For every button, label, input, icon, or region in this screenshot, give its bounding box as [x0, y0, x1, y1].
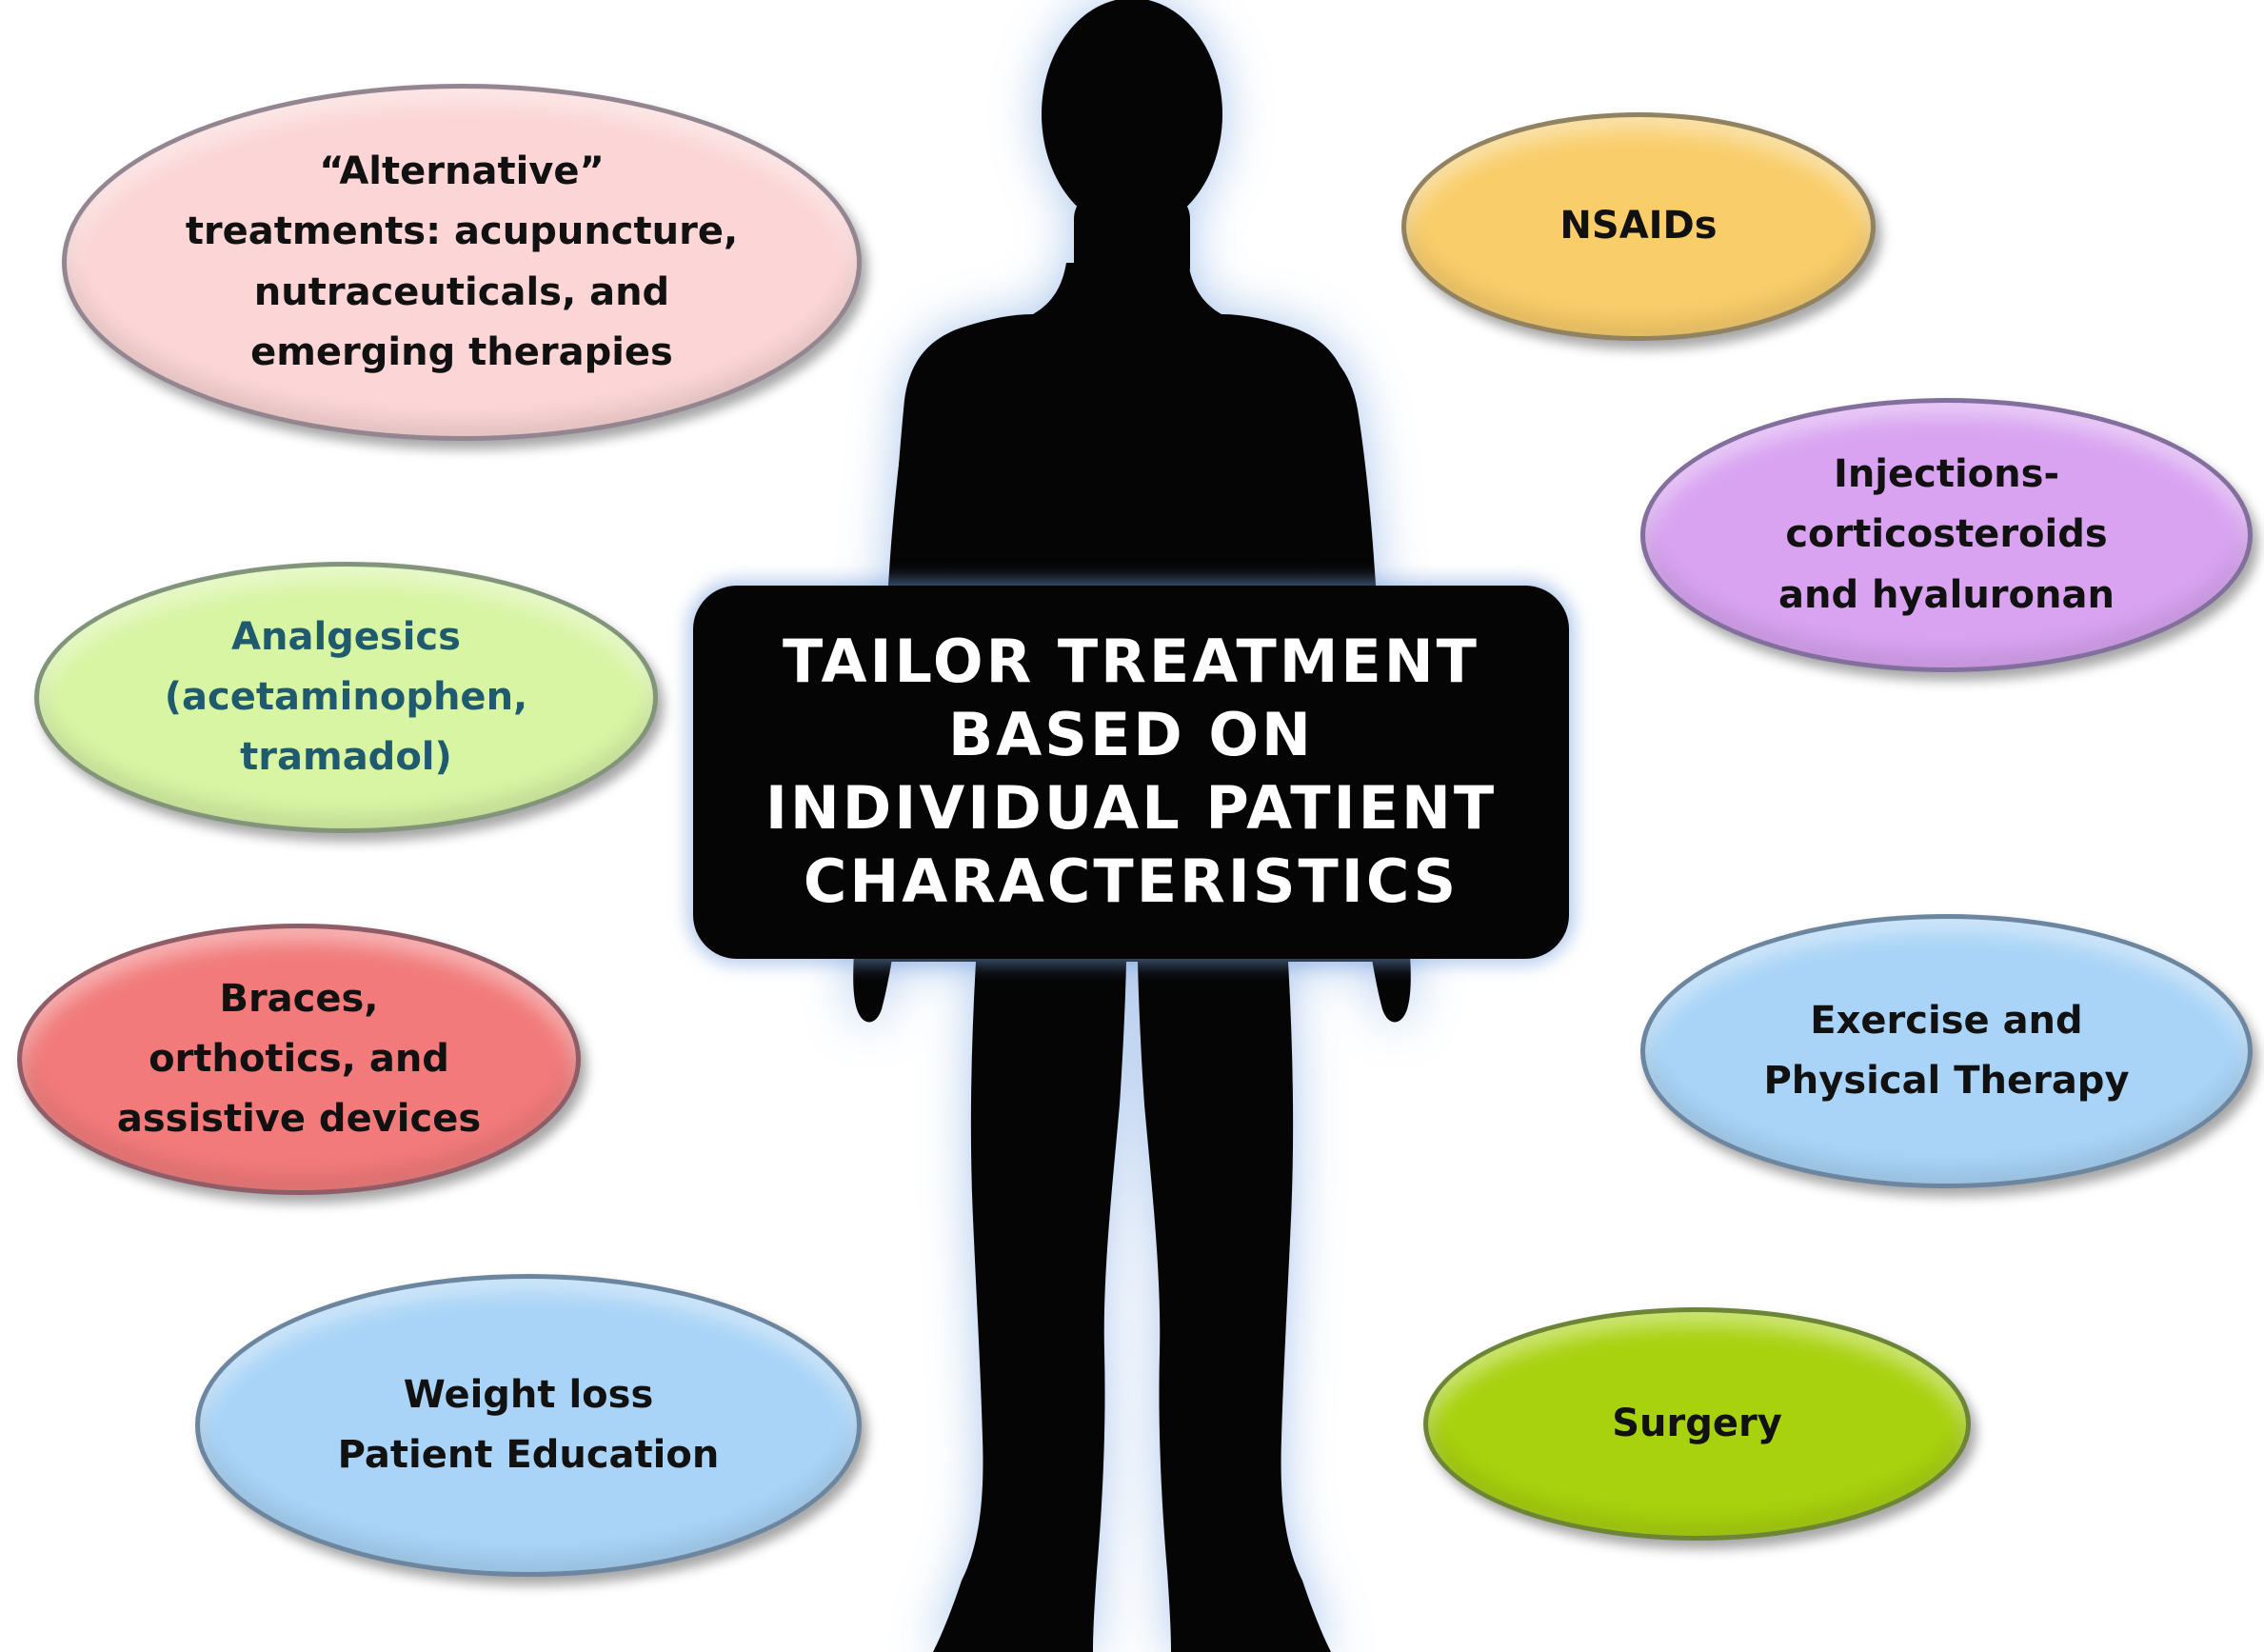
weight-loss-bubble: Weight loss Patient Education [195, 1274, 862, 1577]
injections-bubble: Injections- corticosteroids and hyaluron… [1640, 398, 2253, 672]
exercise-bubble: Exercise and Physical Therapy [1640, 914, 2253, 1188]
injections-text: Injections- corticosteroids and hyaluron… [1778, 452, 2115, 617]
surgery-bubble: Surgery [1423, 1307, 1971, 1541]
head-shape [1042, 0, 1222, 230]
analgesics-bubble: Analgesics (acetaminophen, tramadol) [34, 562, 658, 833]
analgesics-text: Analgesics (acetaminophen, tramadol) [164, 614, 528, 780]
nsaids-bubble: NSAIDs [1401, 112, 1876, 341]
weight-loss-text: Weight loss Patient Education [337, 1372, 720, 1477]
center-title-box: TAILOR TREATMENT BASED ON INDIVIDUAL PAT… [693, 586, 1569, 959]
nsaids-text: NSAIDs [1559, 204, 1718, 249]
center-title-text: TAILOR TREATMENT BASED ON INDIVIDUAL PAT… [765, 627, 1498, 916]
right-leg-shape [1138, 962, 1331, 1652]
braces-text: Braces, orthotics, and assistive devices [116, 976, 482, 1142]
exercise-text: Exercise and Physical Therapy [1763, 998, 2130, 1103]
left-leg-shape [933, 962, 1126, 1652]
alternative-treatments-text: “Alternative” treatments: acupuncture, n… [185, 149, 739, 374]
alternative-treatments-bubble: “Alternative” treatments: acupuncture, n… [62, 84, 862, 441]
braces-bubble: Braces, orthotics, and assistive devices [17, 924, 581, 1195]
surgery-text: Surgery [1612, 1401, 1782, 1445]
